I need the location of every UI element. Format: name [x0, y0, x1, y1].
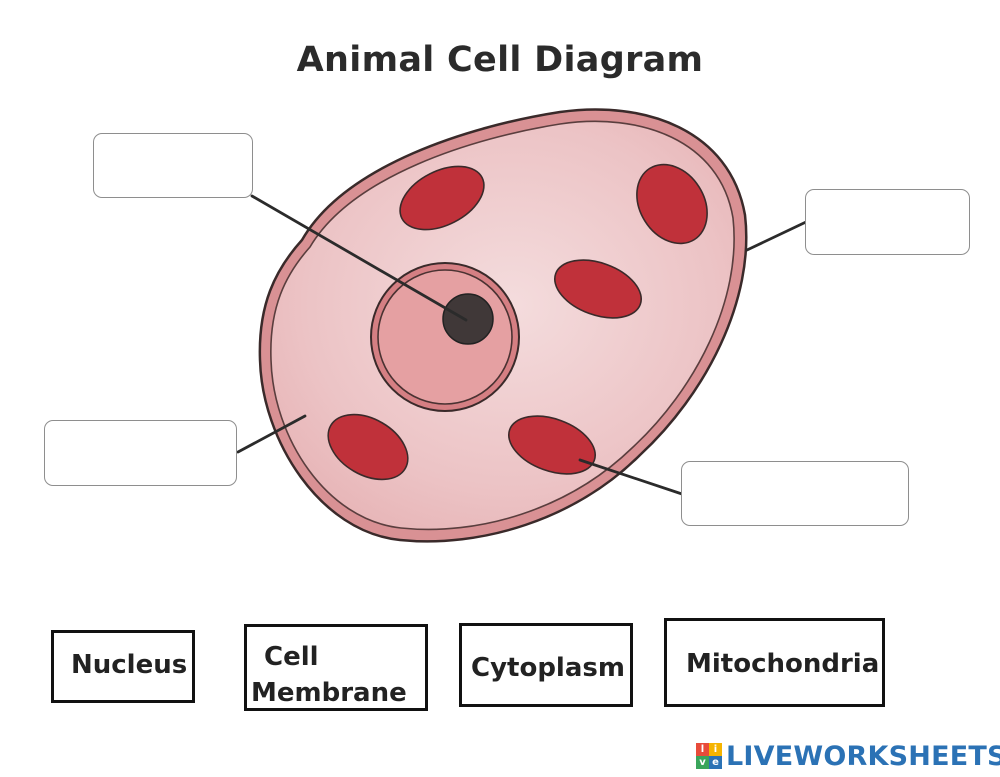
answer-box-nucleus[interactable]	[93, 133, 253, 198]
nucleolus	[442, 293, 494, 345]
liveworksheets-logo-icon: l i v e	[696, 743, 722, 769]
logo-letter: i	[709, 743, 722, 756]
leader-line-nucleus	[250, 194, 468, 322]
word-tile-label: Mitochondria	[686, 649, 880, 679]
word-tile-label: Nucleus	[71, 650, 188, 680]
answer-box-cytoplasm[interactable]	[44, 420, 237, 486]
leader-line-cytoplasm	[236, 414, 307, 454]
answer-box-membrane[interactable]	[805, 189, 970, 255]
word-tile-label: Membrane	[251, 678, 407, 708]
word-tile-mitochondria[interactable]: Mitochondria	[664, 618, 885, 707]
leader-line-mitochondria	[578, 458, 684, 496]
logo-letter: l	[696, 743, 709, 756]
mitochondrion	[507, 415, 597, 475]
mitochondrion	[553, 259, 643, 319]
word-tile-label: Cell	[264, 642, 319, 672]
mitochondrion	[399, 165, 485, 231]
leader-line-membrane	[745, 220, 808, 252]
answer-box-mitochondria[interactable]	[681, 461, 909, 526]
word-tile-cytoplasm[interactable]: Cytoplasm	[459, 623, 633, 707]
word-tile-cell-membrane[interactable]: Cell Membrane	[244, 624, 428, 711]
logo-letter: v	[696, 756, 709, 769]
brand-name: LIVEWORKSHEETS	[726, 740, 1000, 772]
logo-letter: e	[709, 756, 722, 769]
nucleus	[377, 269, 513, 405]
word-tile-label: Cytoplasm	[471, 653, 625, 683]
word-tile-nucleus[interactable]: Nucleus	[51, 630, 195, 703]
mitochondrion	[327, 413, 409, 481]
liveworksheets-brand: l i v e LIVEWORKSHEETS	[696, 740, 1000, 772]
mitochondrion	[636, 163, 708, 245]
diagram-title: Animal Cell Diagram	[296, 40, 704, 80]
